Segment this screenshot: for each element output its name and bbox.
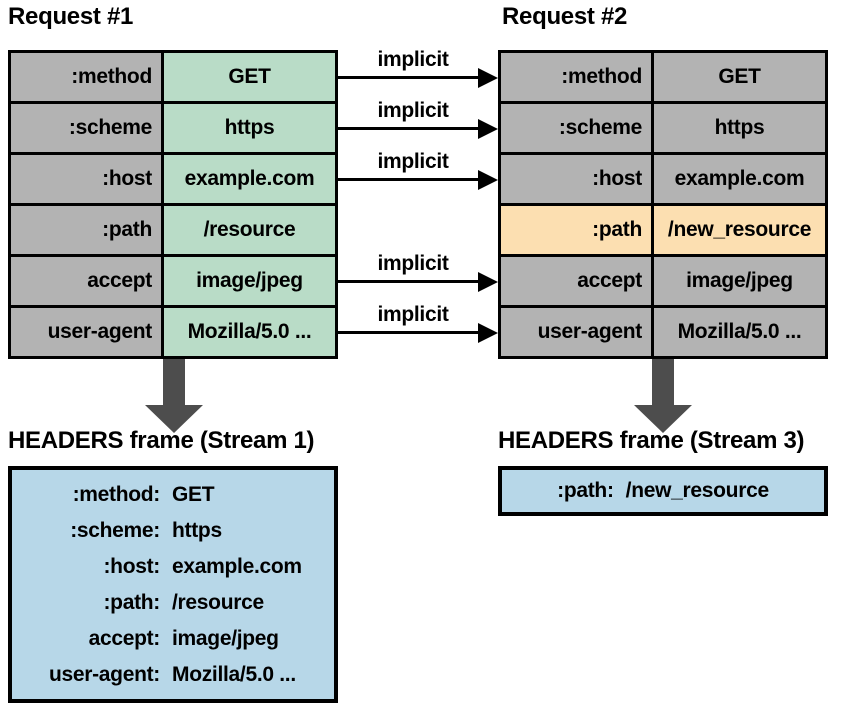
arrow-head-icon xyxy=(478,67,498,88)
frame-key: user-agent: xyxy=(48,663,160,686)
request2-title: Request #2 xyxy=(502,3,628,30)
headers-frame-stream1: :method: GET :scheme: https :host: examp… xyxy=(8,466,338,703)
header-value-cell: example.com xyxy=(164,155,335,203)
frame-line: user-agent: Mozilla/5.0 ... xyxy=(12,657,334,693)
arrow-line xyxy=(338,76,482,79)
header-key-cell: accept xyxy=(11,257,161,305)
header-value-cell: GET xyxy=(164,53,335,101)
implicit-arrow: implicit xyxy=(338,303,498,343)
request1-title: Request #1 xyxy=(8,3,134,30)
arrow-head-icon xyxy=(478,118,498,139)
frame-key: :method: xyxy=(72,483,161,506)
header-value-cell: Mozilla/5.0 ... xyxy=(164,308,335,356)
header-value-cell: image/jpeg xyxy=(164,257,335,305)
arrow-head-icon xyxy=(478,271,498,292)
arrow-line xyxy=(338,178,482,181)
header-key-cell: :method xyxy=(11,53,161,101)
frame-value: GET xyxy=(172,483,215,506)
header-value-cell: /resource xyxy=(164,206,335,254)
header-value-cell: GET xyxy=(654,53,825,101)
arrow-line xyxy=(338,331,482,334)
frame-key: :host: xyxy=(103,555,160,578)
header-key-cell: user-agent xyxy=(11,308,161,356)
frame-line: :path: /new_resource xyxy=(557,473,769,509)
implicit-label: implicit xyxy=(377,99,449,122)
header-value-cell-highlighted: /new_resource xyxy=(654,206,825,254)
frame-line: :host: example.com xyxy=(12,549,334,585)
frame-value: /new_resource xyxy=(625,479,769,502)
arrow-line xyxy=(338,127,482,130)
arrow-head-icon xyxy=(145,405,203,433)
frame-key: accept: xyxy=(88,627,161,650)
implicit-label: implicit xyxy=(377,252,449,275)
down-arrow-icon xyxy=(145,359,203,433)
headers-frame-stream3: :path: /new_resource xyxy=(498,466,828,516)
frame-line: :method: GET xyxy=(12,477,334,513)
frame-value: image/jpeg xyxy=(172,627,279,650)
arrow-head-icon xyxy=(634,405,692,433)
header-key-cell: :host xyxy=(11,155,161,203)
frame-value: https xyxy=(172,519,222,542)
header-key-cell: accept xyxy=(501,257,651,305)
header-key-cell: :scheme xyxy=(11,104,161,152)
header-value-cell: https xyxy=(654,104,825,152)
header-value-cell: image/jpeg xyxy=(654,257,825,305)
arrow-line xyxy=(338,280,482,283)
implicit-label: implicit xyxy=(377,150,449,173)
implicit-label: implicit xyxy=(377,48,449,71)
frame-value: Mozilla/5.0 ... xyxy=(172,663,296,686)
frame1-title: HEADERS frame (Stream 1) xyxy=(8,427,315,454)
implicit-arrow: implicit xyxy=(338,48,498,88)
header-key-cell: :path xyxy=(11,206,161,254)
frame-value: example.com xyxy=(172,555,302,578)
arrow-head-icon xyxy=(478,322,498,343)
frame3-title: HEADERS frame (Stream 3) xyxy=(498,427,805,454)
header-value-cell: Mozilla/5.0 ... xyxy=(654,308,825,356)
implicit-arrow: implicit xyxy=(338,99,498,139)
arrow-stem xyxy=(163,359,185,406)
frame-line: accept: image/jpeg xyxy=(12,621,334,657)
header-key-cell: user-agent xyxy=(501,308,651,356)
arrow-stem xyxy=(652,359,674,406)
implicit-label: implicit xyxy=(377,303,449,326)
frame-line: :path: /resource xyxy=(12,585,334,621)
frame-key: :scheme: xyxy=(70,519,160,542)
frame-line: :scheme: https xyxy=(12,513,334,549)
implicit-arrow: implicit xyxy=(338,252,498,292)
frame-key: :path: xyxy=(103,591,160,614)
header-key-cell: :scheme xyxy=(501,104,651,152)
request2-table: :method GET :scheme https :host example.… xyxy=(498,50,828,359)
frame-value: /resource xyxy=(172,591,264,614)
implicit-arrow: implicit xyxy=(338,150,498,190)
header-value-cell: example.com xyxy=(654,155,825,203)
request1-table: :method GET :scheme https :host example.… xyxy=(8,50,338,359)
header-key-cell: :method xyxy=(501,53,651,101)
down-arrow-icon xyxy=(634,359,692,433)
frame-key: :path: xyxy=(557,479,614,502)
header-value-cell: https xyxy=(164,104,335,152)
header-key-cell-highlighted: :path xyxy=(501,206,651,254)
arrow-head-icon xyxy=(478,169,498,190)
header-key-cell: :host xyxy=(501,155,651,203)
